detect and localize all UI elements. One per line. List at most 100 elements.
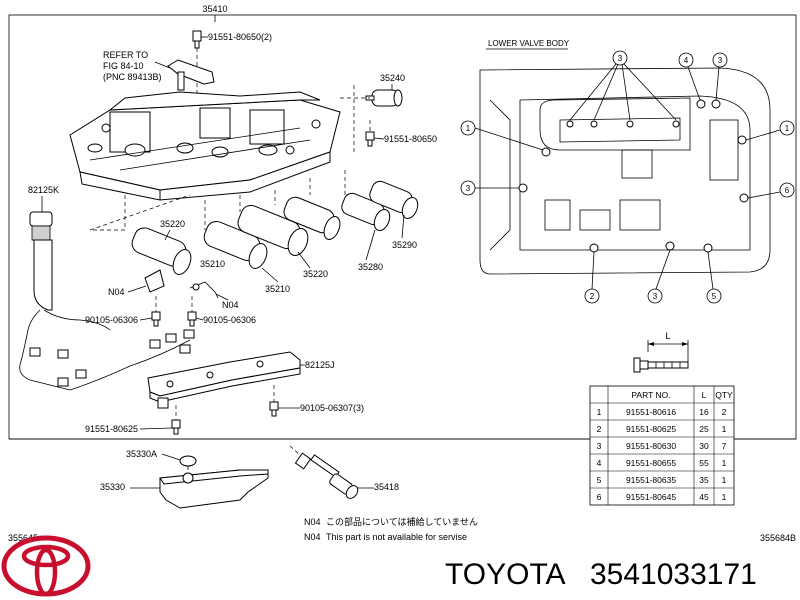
svg-text:2: 2 <box>590 292 595 301</box>
ref-note-line2: FIG 84-10 <box>103 61 144 71</box>
label-35220-a: 35220 <box>160 219 185 229</box>
svg-text:3: 3 <box>718 56 723 65</box>
label-82125J: 82125J <box>305 360 335 370</box>
bolt-dim-label: L <box>665 331 670 341</box>
table-cell-part: 91551-80645 <box>626 492 676 502</box>
table-cell-length: 55 <box>699 458 709 468</box>
solenoid-35220-a <box>131 227 192 275</box>
note-code-1: N04 <box>304 517 321 527</box>
figure-code-left: 355645 <box>8 533 38 543</box>
table-cell-index: 1 <box>597 407 602 417</box>
callout-2-bottom: 2 <box>584 288 600 304</box>
label-91551-80650: 91551-80650 <box>384 134 437 144</box>
label-91551-80625: 91551-80625 <box>85 424 138 434</box>
callout-4-top: 4 <box>678 52 694 68</box>
table-cell-qty: 2 <box>722 407 727 417</box>
table-cell-index: 2 <box>597 424 602 434</box>
label-90105-06306-a: 90105-06306 <box>85 315 138 325</box>
solenoid-35210-a <box>203 220 268 269</box>
label-91551-80650-2: 91551-80650(2) <box>208 32 272 42</box>
label-35410: 35410 <box>202 4 227 14</box>
label-35290: 35290 <box>392 240 417 250</box>
solenoid-35220-b <box>237 204 309 256</box>
table-cell-index: 6 <box>597 492 602 502</box>
table-cell-part: 91551-80655 <box>626 458 676 468</box>
bolt-dimension-drawing <box>633 340 689 373</box>
callout-3-left: 3 <box>460 180 476 196</box>
bolt-90105-06306-b <box>187 311 197 327</box>
svg-text:3: 3 <box>466 184 471 193</box>
callout-1-right: 1 <box>779 120 795 136</box>
bracket-part <box>167 59 215 91</box>
label-90105-06307-3: 90105-06307(3) <box>300 403 364 413</box>
note-code-2: N04 <box>304 532 321 542</box>
table-cell-qty: 7 <box>722 441 727 451</box>
table-header-l: L <box>702 390 707 400</box>
bracket-n04-b <box>189 281 219 299</box>
table-cell-length: 30 <box>699 441 709 451</box>
solenoid-35280 <box>341 192 391 232</box>
ref-note-line1: REFER TO <box>103 50 148 60</box>
label-35280: 35280 <box>358 262 383 272</box>
lower-valve-title: LOWER VALVE BODY <box>488 39 570 48</box>
svg-text:5: 5 <box>712 292 717 301</box>
o-ring-35330A <box>179 455 197 467</box>
label-n04-a: N04 <box>108 287 125 297</box>
table-cell-length: 25 <box>699 424 709 434</box>
svg-text:4: 4 <box>684 56 689 65</box>
label-n04-b: N04 <box>222 300 239 310</box>
svg-text:1: 1 <box>785 124 790 133</box>
valve-35418 <box>294 452 359 499</box>
bolt-90105-06306-a <box>151 311 161 327</box>
callout-3-topright: 3 <box>712 52 728 68</box>
callout-3-bottom: 3 <box>647 288 663 304</box>
bolt-91551-80625 <box>171 419 181 435</box>
note-text-2: This part is not available for servise <box>326 532 467 542</box>
plate-82125J <box>147 351 301 409</box>
solenoid-35240 <box>365 89 403 107</box>
ref-note-line3: (PNC 89413B) <box>103 72 162 82</box>
callout-5-bottom: 5 <box>706 288 722 304</box>
strainer-35330 <box>159 469 269 509</box>
table-cell-index: 3 <box>597 441 602 451</box>
svg-text:3: 3 <box>618 54 623 63</box>
callout-6-right: 6 <box>779 182 795 198</box>
bracket-n04-a <box>144 269 165 293</box>
label-35210-a: 35210 <box>200 259 225 269</box>
table-cell-length: 45 <box>699 492 709 502</box>
upper-valve-body <box>69 91 341 201</box>
table-cell-qty: 1 <box>722 424 727 434</box>
table-cell-qty: 1 <box>722 458 727 468</box>
table-cell-part: 91551-80630 <box>626 441 676 451</box>
toyota-logo <box>1 535 91 597</box>
bolt-91551-80650 <box>365 131 375 147</box>
table-header-part: PART NO. <box>631 390 670 400</box>
label-35210-b: 35210 <box>265 284 290 294</box>
label-82125K: 82125K <box>28 185 59 195</box>
solenoid-35290 <box>369 180 419 220</box>
label-35330: 35330 <box>100 482 125 492</box>
bolt-90105-06307 <box>269 401 279 417</box>
table-cell-part: 91551-80616 <box>626 407 676 417</box>
label-35330A: 35330A <box>126 449 157 459</box>
wire-harness-82125K <box>19 211 195 391</box>
note-text-1: この部品については補給していません <box>326 516 478 527</box>
label-35220-b: 35220 <box>303 269 328 279</box>
svg-text:3: 3 <box>653 292 658 301</box>
label-35418: 35418 <box>374 482 399 492</box>
svg-text:1: 1 <box>466 124 471 133</box>
brand-name: TOYOTA <box>445 558 566 591</box>
lower-valve-body <box>479 67 771 275</box>
label-90105-06306-b: 90105-06306 <box>203 315 256 325</box>
svg-text:6: 6 <box>785 186 790 195</box>
table-header-qty: QTY <box>715 390 733 400</box>
table-cell-index: 4 <box>597 458 602 468</box>
callout-1-left: 1 <box>460 120 476 136</box>
table-cell-length: 35 <box>699 475 709 485</box>
table-cell-part: 91551-80635 <box>626 475 676 485</box>
bolt-91551-80650-2 <box>192 30 202 49</box>
callout-3-top: 3 <box>612 50 628 66</box>
figure-code-right: 355684B <box>760 533 796 543</box>
